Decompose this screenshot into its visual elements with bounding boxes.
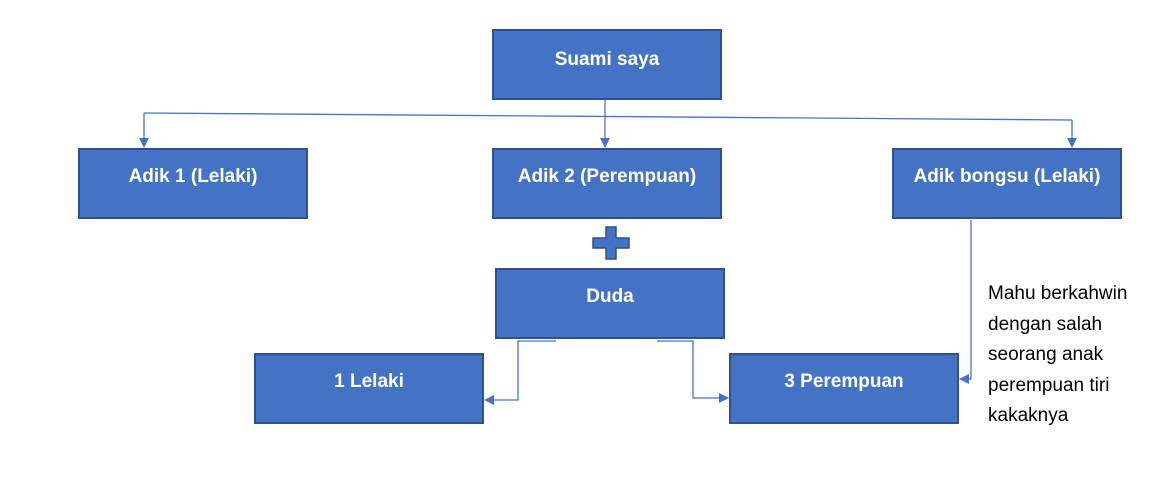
node-1-lelaki[interactable]: 1 Lelaki — [254, 353, 484, 424]
node-suami-saya[interactable]: Suami saya — [492, 29, 722, 100]
node-label: Adik bongsu (Lelaki) — [913, 165, 1101, 187]
plus-icon — [592, 226, 630, 260]
node-label: 3 Perempuan — [784, 370, 904, 392]
node-duda[interactable]: Duda — [495, 268, 725, 339]
node-label: Adik 1 (Lelaki) — [128, 165, 258, 187]
node-label: 1 Lelaki — [334, 370, 404, 392]
node-3-perempuan[interactable]: 3 Perempuan — [729, 353, 959, 424]
node-label: Suami saya — [554, 48, 660, 70]
note-line: Mahu berkahwin — [988, 283, 1128, 304]
arrow-to-lelaki — [484, 340, 556, 405]
branch-line — [143, 112, 1073, 121]
note-line: kakaknya — [988, 405, 1069, 426]
annotation-note: Mahu berkahwin dengan salah seorang anak… — [988, 279, 1168, 432]
node-label: Duda — [586, 285, 634, 307]
node-adik-bongsu[interactable]: Adik bongsu (Lelaki) — [892, 148, 1122, 219]
node-label: Adik 2 (Perempuan) — [517, 165, 697, 187]
arrow-to-perempuan — [657, 340, 729, 403]
node-adik-1[interactable]: Adik 1 (Lelaki) — [78, 148, 308, 219]
note-line: seorang anak — [988, 344, 1104, 365]
note-line: perempuan tiri — [988, 374, 1110, 396]
note-line: dengan salah — [988, 313, 1103, 335]
arrow-bongsu-to-perempuan — [959, 220, 972, 384]
node-adik-2[interactable]: Adik 2 (Perempuan) — [492, 148, 722, 219]
